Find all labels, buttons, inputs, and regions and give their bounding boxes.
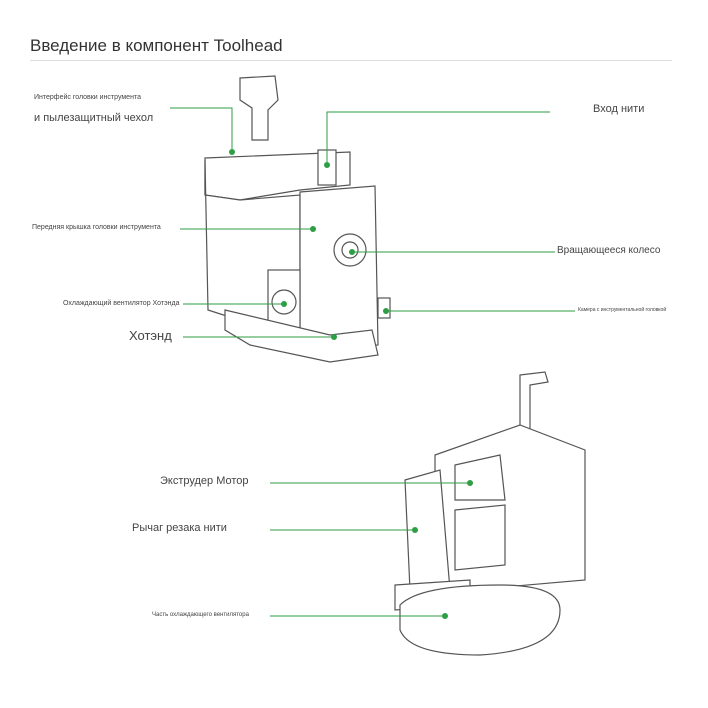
toolhead-back-illustration [394,371,586,656]
leader-lines [170,107,575,617]
title-divider [30,60,672,61]
label-cutter-lever: Рычаг резака нити [132,522,227,534]
label-hotend-fan: Охлаждающий вентилятор Хотэнда [63,300,180,307]
label-rotating-wheel: Вращающееся колесо [557,245,661,256]
label-front-cover: Передняя крышка головки инструмента [32,224,161,231]
label-filament-inlet: Вход нити [593,103,645,115]
label-cooling-fan-part: Часть охлаждающего вентилятора [152,612,249,618]
label-camera: Камера с инструментальной головкой [578,307,667,313]
page-title: Введение в компонент Toolhead [30,36,283,55]
callout-dots [229,149,473,619]
label-dust-cover: и пылезащитный чехол [34,112,154,124]
label-interface: Интерфейс головки инструмента [34,94,141,101]
toolhead-front-illustration [204,75,391,363]
label-extruder-motor: Экструдер Мотор [160,475,249,487]
label-hotend: Хотэнд [129,328,172,343]
